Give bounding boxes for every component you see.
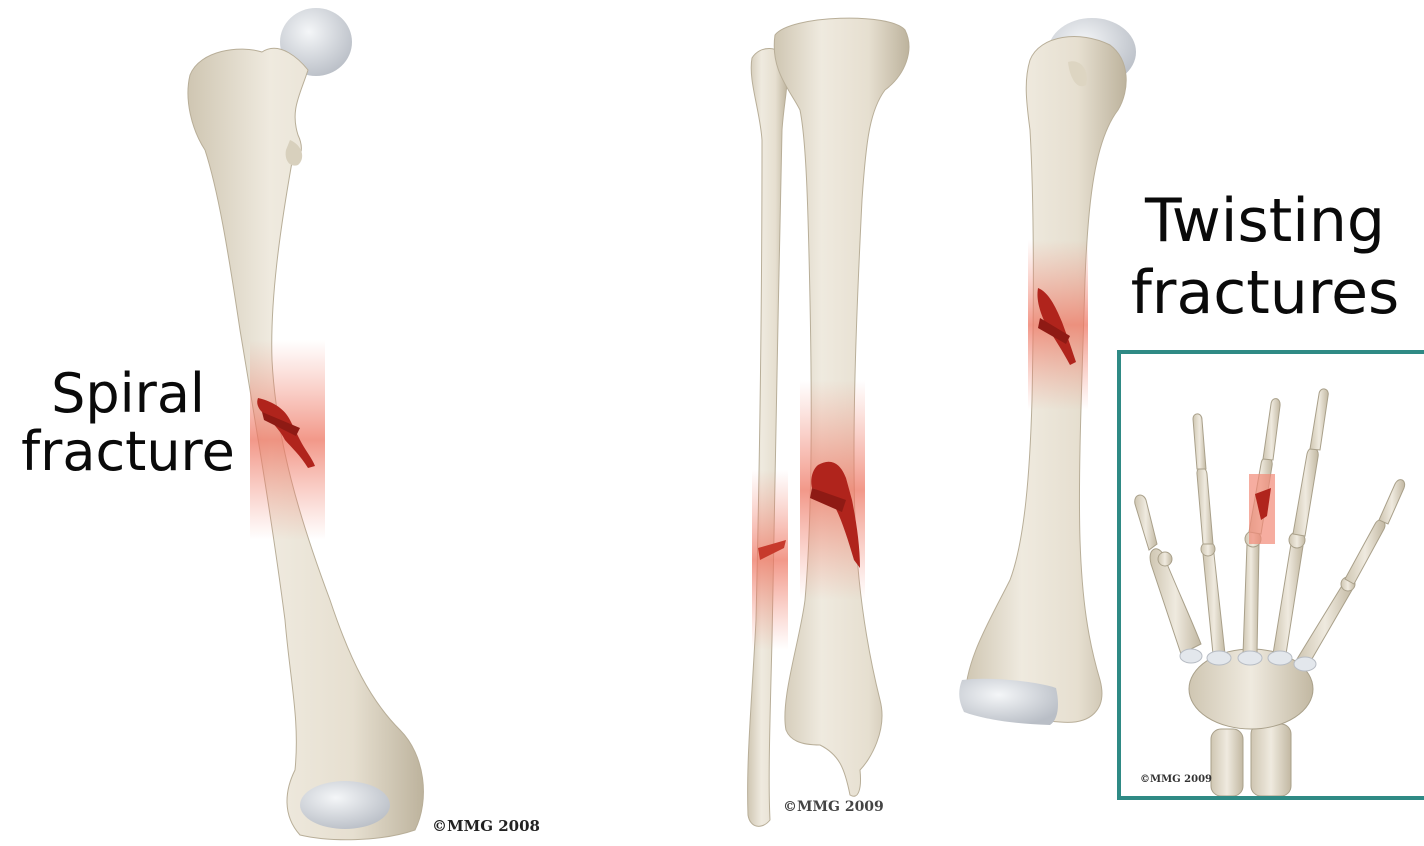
twisting-label-line2: fractures — [1110, 257, 1420, 329]
tibia-copyright: ©MMG 2009 — [783, 799, 884, 815]
middle-finger-bones — [1243, 537, 1259, 655]
index-finger-bones — [1203, 547, 1225, 655]
radius-bone — [1251, 724, 1291, 796]
spiral-fracture-label: Spiral fracture — [8, 365, 248, 481]
ring-finger-bones — [1273, 537, 1303, 654]
femoral-condyle — [300, 781, 390, 829]
humerus-trochlea — [959, 679, 1058, 725]
twisting-fractures-label: Twisting fractures — [1110, 185, 1420, 329]
hand-illustration — [1121, 354, 1424, 796]
tibia-fibula-bones — [748, 18, 909, 826]
thumb-bones — [1150, 549, 1201, 654]
little-finger-bones — [1297, 580, 1353, 664]
femur-copyright: ©MMG 2008 — [432, 817, 540, 835]
spiral-label-line1: Spiral — [8, 365, 248, 423]
humerus-bone — [959, 18, 1136, 725]
hand-copyright: ©MMG 2009 — [1140, 774, 1212, 785]
fibula-fracture-glow — [752, 470, 788, 650]
fibula — [748, 48, 788, 826]
ulna-bone — [1211, 729, 1243, 796]
hand-inset-frame — [1117, 350, 1424, 800]
spiral-label-line2: fracture — [8, 423, 248, 481]
twisting-label-line1: Twisting — [1110, 185, 1420, 257]
